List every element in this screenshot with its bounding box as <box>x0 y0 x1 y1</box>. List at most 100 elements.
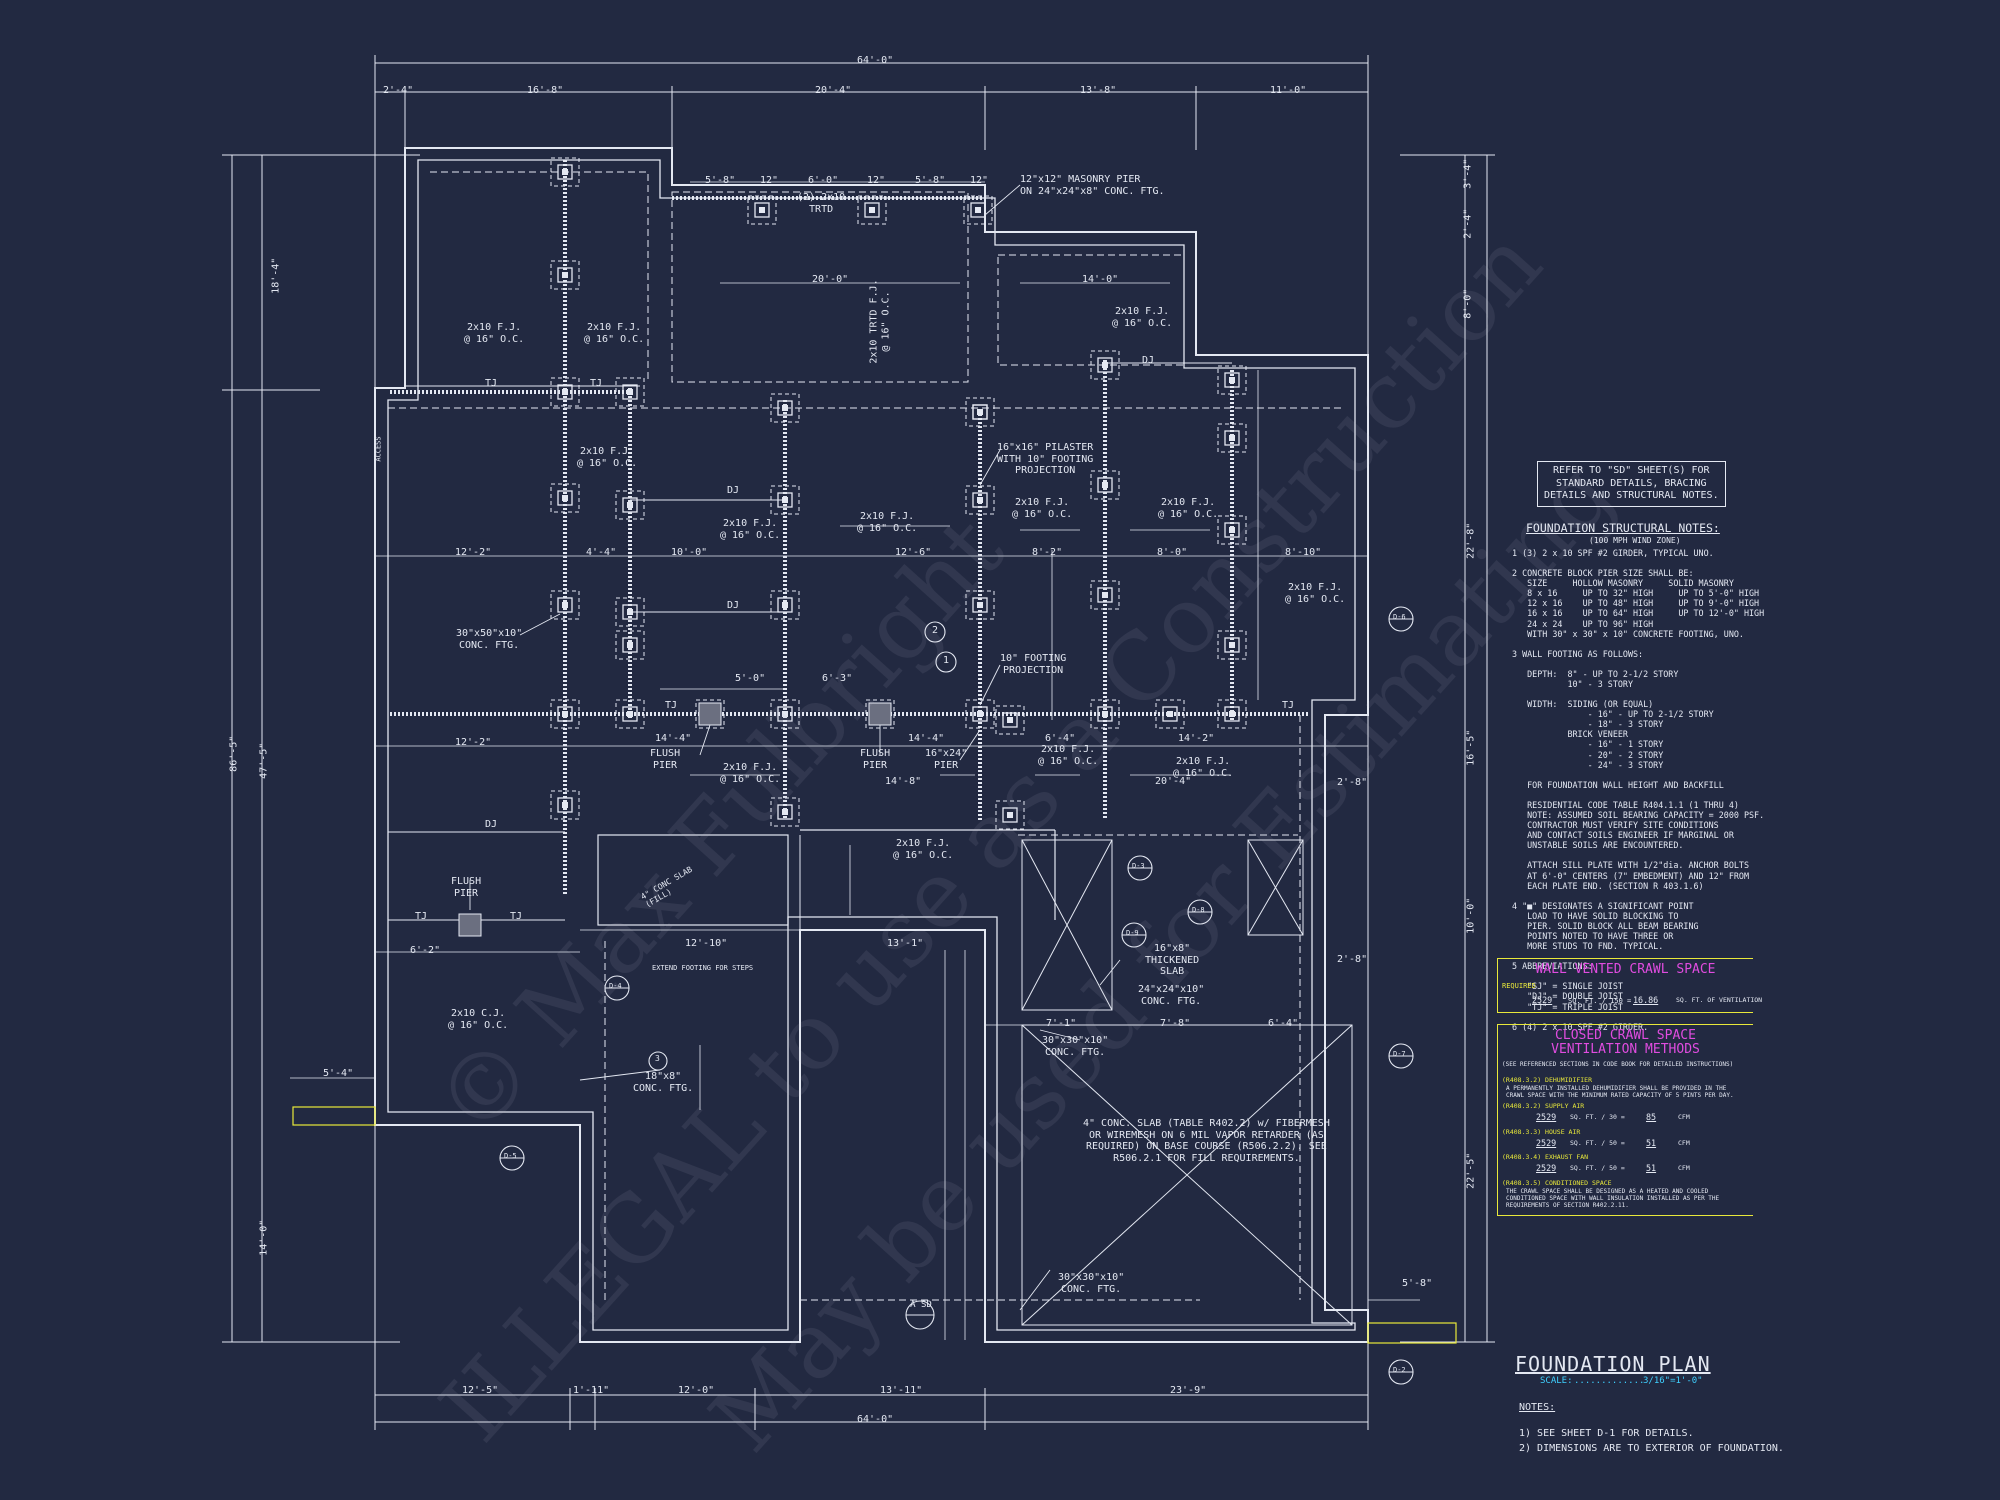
dim-top-seg-1: 16'-8" <box>527 85 564 96</box>
callout-d8: D-8 <box>1192 906 1205 914</box>
point-load-marker <box>869 207 875 213</box>
dim-int-37: 5'-4" <box>323 1068 354 1079</box>
pier <box>557 267 573 283</box>
pier <box>1097 706 1113 722</box>
point-load-marker <box>562 389 568 395</box>
cond-title: (R408.3.5) CONDITIONED SPACE <box>1502 1179 1612 1187</box>
dim-bottom-seg-0: 12'-5" <box>462 1385 499 1396</box>
point-load-marker <box>782 405 788 411</box>
foundation-inner-wall <box>387 159 1356 1331</box>
label-dj-1: DJ <box>727 485 740 496</box>
label-ftg-18: 18"x8" CONC. FTG. <box>633 1071 694 1094</box>
flush-pier <box>458 913 482 937</box>
plan-title: FOUNDATION PLAN <box>1515 1352 1711 1376</box>
pier <box>1002 807 1018 823</box>
pier-footing <box>615 490 645 520</box>
point-load-marker <box>1229 527 1235 533</box>
note-1: 1) SEE SHEET D-1 FOR DETAILS. <box>1519 1428 1694 1439</box>
scale-value: 3/16"=1'-0" <box>1643 1376 1703 1386</box>
dim-left-seg-1: 47'-5" <box>258 742 270 779</box>
label-ftg-24: 24"x24"x10" CONC. FTG. <box>1138 984 1205 1007</box>
wall-vented-result: 16.86 <box>1633 995 1659 1005</box>
pier <box>972 404 988 420</box>
label-fj-1: 2x10 F.J. @ 16" O.C. <box>464 322 525 345</box>
label-flush-pier-3: FLUSH PIER <box>451 876 482 899</box>
point-load-marker <box>562 272 568 278</box>
point-load-marker <box>1007 717 1013 723</box>
dim-left-seg-0: 18'-4" <box>270 257 282 294</box>
wall-vented-result-unit: SQ. FT. OF VENTILATION <box>1676 996 1763 1004</box>
dim-top-overall: 64'-0" <box>857 55 894 66</box>
dim-int-15: 12'-2" <box>455 547 492 558</box>
structural-notes-body: 1 (3) 2 x 10 SPF #2 GIRDER, TYPICAL UNO.… <box>1512 548 1765 1032</box>
point-load-marker <box>977 711 983 717</box>
pier-footing <box>1090 699 1120 729</box>
label-tj-1: TJ <box>485 378 498 389</box>
label-pier-16x24: 16"x24" PIER <box>925 748 968 771</box>
label-fj-11: 2x10 F.J. @ 16" O.C. <box>1173 756 1234 779</box>
point-load-marker <box>627 642 633 648</box>
point-load-marker <box>1229 435 1235 441</box>
dim-int-26: 6'-4" <box>1045 733 1076 744</box>
label-girder-2x10: (2) 2x10 TRTD <box>797 192 846 215</box>
point-load-marker <box>759 207 765 213</box>
dim-int-39: 2'-8" <box>1337 777 1368 788</box>
point-load-marker <box>977 409 983 415</box>
point-load-marker <box>975 207 981 213</box>
dim-top-seg-3: 13'-8" <box>1080 85 1117 96</box>
label-ftg-30: 30"x30"x10" CONC. FTG. <box>1042 1035 1109 1058</box>
label-fj-8: 2x10 F.J. @ 16" O.C. <box>1158 497 1219 520</box>
pier-footing <box>550 377 580 407</box>
steps-room-outline <box>597 834 789 926</box>
dim-top-seg-2: 20'-4" <box>815 85 852 96</box>
dim-bottom-overall: 64'-0" <box>857 1414 894 1425</box>
label-tj-5: TJ <box>665 700 678 711</box>
point-load-marker <box>1102 711 1108 717</box>
exhaust-val: 51 <box>1646 1163 1657 1173</box>
pier-footing <box>770 797 800 827</box>
dim-int-2: 5'-8" <box>915 175 946 186</box>
label-ftg-30b: 30"x30"x10" CONC. FTG. <box>1058 1272 1125 1295</box>
pier <box>622 497 638 513</box>
note-2: 2) DIMENSIONS ARE TO EXTERIOR OF FOUNDAT… <box>1519 1443 1784 1454</box>
pier <box>1097 357 1113 373</box>
dim-int-18: 12'-6" <box>895 547 932 558</box>
label-access: ACCESS <box>374 436 383 462</box>
pier <box>1224 706 1240 722</box>
dim-int-36: 6'-4" <box>1268 1018 1299 1029</box>
pier-footing <box>963 195 993 225</box>
pier <box>972 706 988 722</box>
dim-int-27: 6'-2" <box>410 945 441 956</box>
structural-notes-subtitle: (100 MPH WIND ZONE) <box>1589 536 1681 545</box>
closed-crawl-ref: (SEE REFERENCED SECTIONS IN CODE BOOK FO… <box>1502 1061 1734 1068</box>
label-conc-ftg-30x50: 30"x50"x10" CONC. FTG. <box>456 628 523 651</box>
label-footing-proj: 10" FOOTING PROJECTION <box>1000 653 1067 676</box>
pier <box>1097 587 1113 603</box>
dim-int-6: 14'-0" <box>1082 274 1119 285</box>
pier-footing <box>1090 580 1120 610</box>
scale-dots: ............. <box>1574 1376 1645 1386</box>
point-load-marker <box>562 711 568 717</box>
dim-int-21: 8'-10" <box>1285 547 1322 558</box>
refer-box: REFER TO "SD" SHEET(S) FOR STANDARD DETA… <box>1537 461 1726 507</box>
pier <box>622 384 638 400</box>
dim-int-40: 2'-8" <box>1337 954 1368 965</box>
label-fj-3: 2x10 F.J. @ 16" O.C. <box>1112 306 1173 329</box>
dim-right-seg-2: 8'-0" <box>1462 288 1474 319</box>
label-dj-4: DJ <box>1142 355 1155 366</box>
pier-footing <box>770 485 800 515</box>
closed-crawl-panel: CLOSED CRAWL SPACE VENTILATION METHODS (… <box>1497 1024 1753 1216</box>
label-flush-pier-1: FLUSH PIER <box>650 748 681 771</box>
label-fj-13: 2x10 F.J. @ 16" O.C. <box>1038 744 1099 767</box>
exhaust-title: (R408.3.4) EXHAUST FAN <box>1502 1153 1589 1161</box>
label-fj-9: 2x10 F.J. @ 16" O.C. <box>1285 582 1346 605</box>
pier-footing <box>1217 699 1247 729</box>
point-load-marker <box>1102 482 1108 488</box>
girder-lines <box>390 160 1310 895</box>
dim-right-seg-1: 2'-4" <box>1462 208 1474 239</box>
leader-lines <box>469 184 1121 1311</box>
pier-footing <box>1217 365 1247 395</box>
structural-notes-title: FOUNDATION STRUCTURAL NOTES: <box>1526 521 1720 535</box>
pier-footing <box>615 597 645 627</box>
